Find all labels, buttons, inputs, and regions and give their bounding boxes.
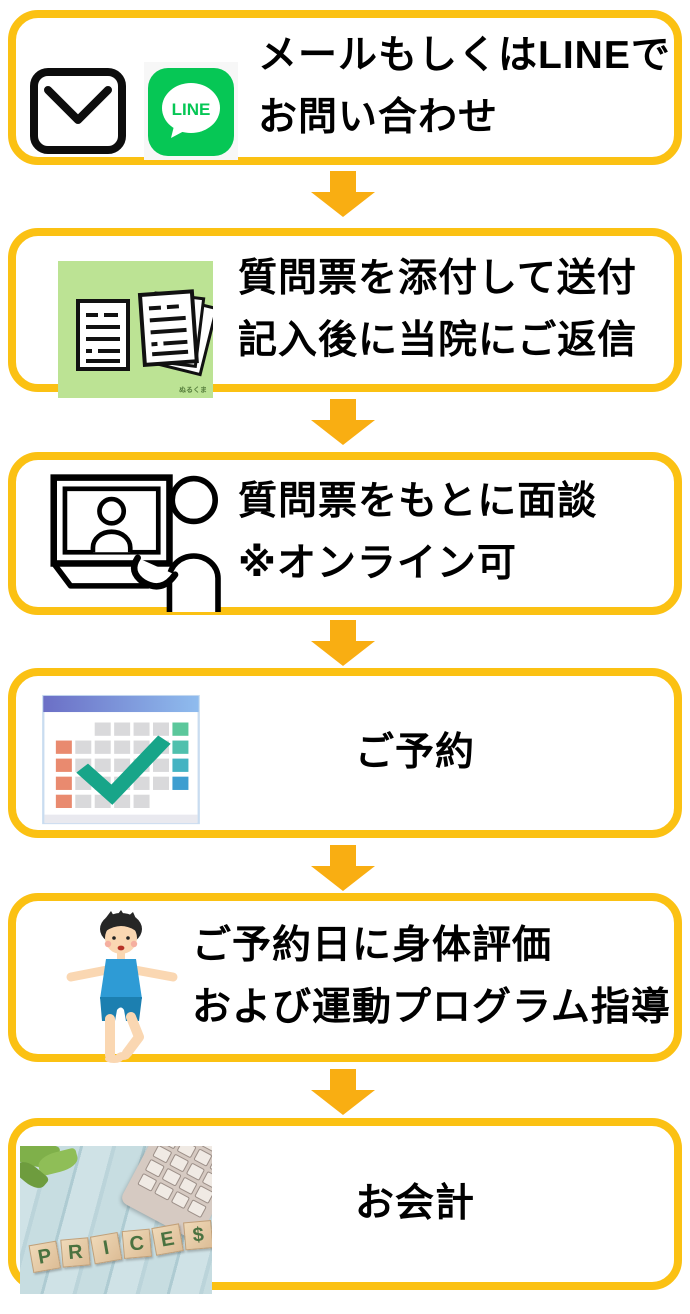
letter-block: R xyxy=(60,1237,91,1268)
exercise-boy-illustration xyxy=(61,905,183,1065)
step-assessment-text: ご予約日に身体評価 および運動プログラム指導 xyxy=(192,901,671,1054)
step-text-line: および運動プログラム指導 xyxy=(192,986,671,1029)
step-text-line: 質問票をもとに面談 xyxy=(238,480,598,524)
step-assessment-box: ご予約日に身体評価 および運動プログラム指導 xyxy=(8,893,682,1065)
step-questionnaire-text: 質問票を添付して送付 記入後に当院にご返信 xyxy=(238,236,664,384)
step-contact-text: メールもしくはLINEで お問い合わせ xyxy=(258,18,671,157)
step-reservation-text: ご予約 xyxy=(166,676,664,830)
down-arrow-icon xyxy=(311,845,375,891)
step-interview-text: 質問票をもとに面談 ※オンライン可 xyxy=(238,460,664,607)
step-payment-text: お会計 xyxy=(166,1126,664,1282)
letter-block: C xyxy=(121,1228,153,1260)
documents-clipart: ぬるくま xyxy=(58,261,219,398)
step-text-line: ※オンライン可 xyxy=(238,542,517,585)
video-call-icon xyxy=(34,472,234,612)
calendar-check-icon xyxy=(41,694,201,827)
down-arrow-icon xyxy=(311,399,375,445)
mail-icon xyxy=(28,64,128,158)
line-icon: LINE xyxy=(144,62,238,160)
step-questionnaire-box: ぬるくま 質問票を添付して送付 記入後に当院にご返信 xyxy=(8,228,682,398)
step-contact-box: LINE メールもしくはLINEで お問い合わせ xyxy=(8,10,682,165)
step-text-line: 記入後に当院にご返信 xyxy=(238,318,638,362)
step-text-line: お問い合わせ xyxy=(258,96,499,139)
step-reservation-box: ご予約 xyxy=(8,668,682,838)
line-badge-text: LINE xyxy=(172,100,211,119)
down-arrow-icon xyxy=(311,620,375,666)
step-interview-box: 質問票をもとに面談 ※オンライン可 xyxy=(8,452,682,615)
down-arrow-icon xyxy=(311,1069,375,1115)
step-text-line: メールもしくはLINEで xyxy=(258,34,671,78)
down-arrow-icon xyxy=(311,171,375,217)
letter-block: I xyxy=(89,1231,123,1265)
letter-block: P xyxy=(28,1240,61,1274)
step-payment-box: P R I C E $ お会計 xyxy=(8,1118,682,1294)
prices-photo: P R I C E $ xyxy=(20,1146,212,1294)
step-text-line: ご予約 xyxy=(354,730,475,774)
step-text-line: お会計 xyxy=(354,1181,475,1225)
step-text-line: 質問票を添付して送付 xyxy=(238,256,637,300)
step-text-line: ご予約日に身体評価 xyxy=(192,924,553,968)
clipart-watermark: ぬるくま xyxy=(179,387,207,394)
